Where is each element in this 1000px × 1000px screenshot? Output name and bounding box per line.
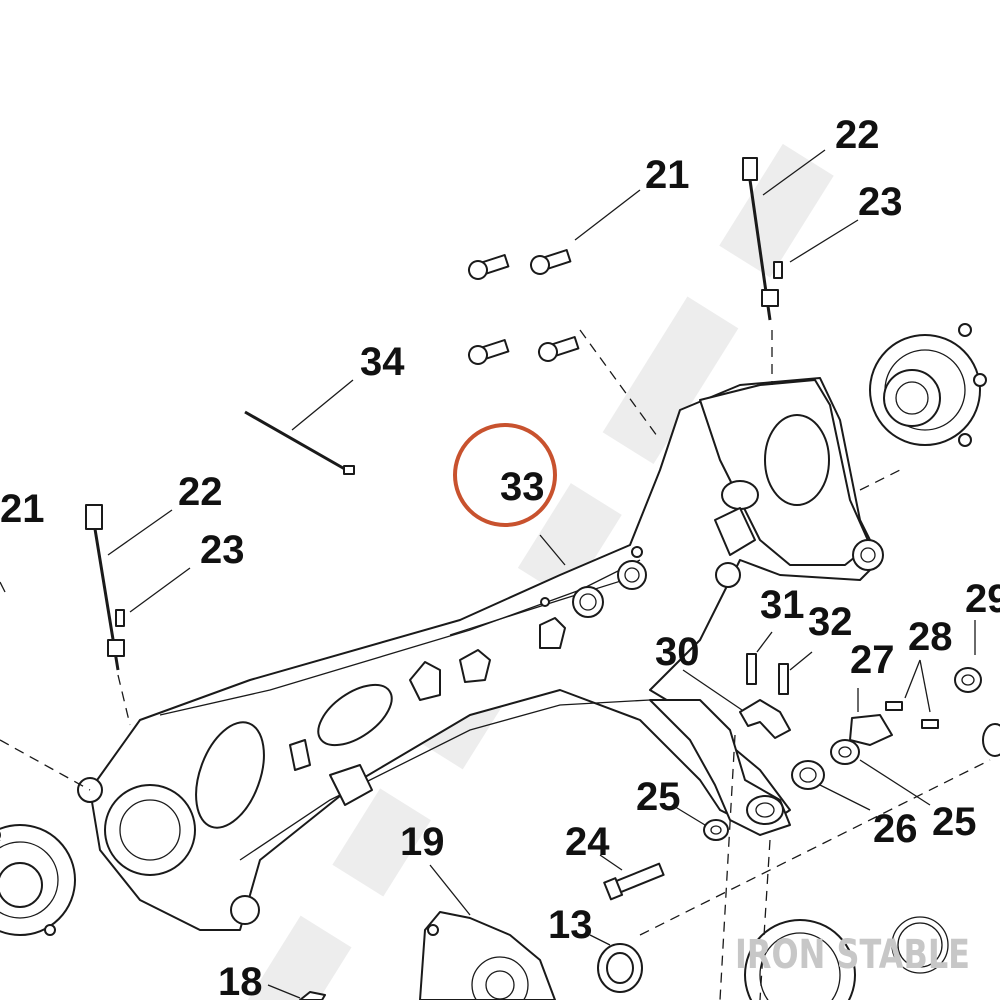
callout-31: 31 bbox=[760, 583, 805, 627]
assembly-guide-lines bbox=[0, 329, 991, 1000]
callout-28: 28 bbox=[908, 615, 953, 659]
rear-subframe bbox=[77, 377, 884, 931]
callout-23-top: 23 bbox=[858, 180, 903, 224]
callout-33: 33 bbox=[500, 465, 545, 509]
callout-21-top: 21 bbox=[645, 153, 690, 197]
differential-housing bbox=[419, 911, 556, 1000]
iron-stable-logo: IRON STABLE bbox=[735, 932, 970, 978]
callout-29: 29 bbox=[965, 577, 1000, 621]
callout-23-left: 23 bbox=[200, 528, 245, 572]
cable-tie bbox=[244, 410, 355, 475]
callout-13: 13 bbox=[548, 903, 593, 947]
wheel-speed-sensor-right bbox=[742, 157, 783, 321]
callout-22-top: 22 bbox=[835, 113, 880, 157]
callout-25-right: 25 bbox=[932, 800, 977, 844]
callout-22-left: 22 bbox=[178, 470, 223, 514]
callout-26: 26 bbox=[873, 807, 918, 851]
mounting-bolts bbox=[468, 249, 939, 901]
callout-34: 34 bbox=[360, 340, 405, 384]
cover-housing bbox=[744, 916, 949, 1000]
bolt-18 bbox=[299, 991, 326, 1000]
callout-labels: 22 21 23 34 33 21 22 23 29 31 32 28 27 3… bbox=[0, 113, 1000, 1000]
logo-text: IRON STABLE bbox=[735, 932, 970, 978]
wheel-speed-sensor-left bbox=[85, 504, 125, 671]
highlight-ring bbox=[453, 423, 557, 527]
callout-18: 18 bbox=[218, 960, 263, 1000]
callout-27: 27 bbox=[850, 638, 895, 682]
callout-19: 19 bbox=[400, 820, 445, 864]
oil-seal bbox=[597, 943, 643, 993]
callout-32: 32 bbox=[808, 600, 853, 644]
hub-bearing-left bbox=[0, 824, 76, 936]
callout-21-left: 21 bbox=[0, 487, 45, 531]
callout-30: 30 bbox=[655, 630, 700, 674]
leader-lines bbox=[0, 149, 976, 999]
callout-25-center: 25 bbox=[636, 775, 681, 819]
bushings-and-washers bbox=[703, 667, 1000, 841]
hub-bearing-right bbox=[869, 323, 987, 447]
callout-24: 24 bbox=[565, 820, 610, 864]
